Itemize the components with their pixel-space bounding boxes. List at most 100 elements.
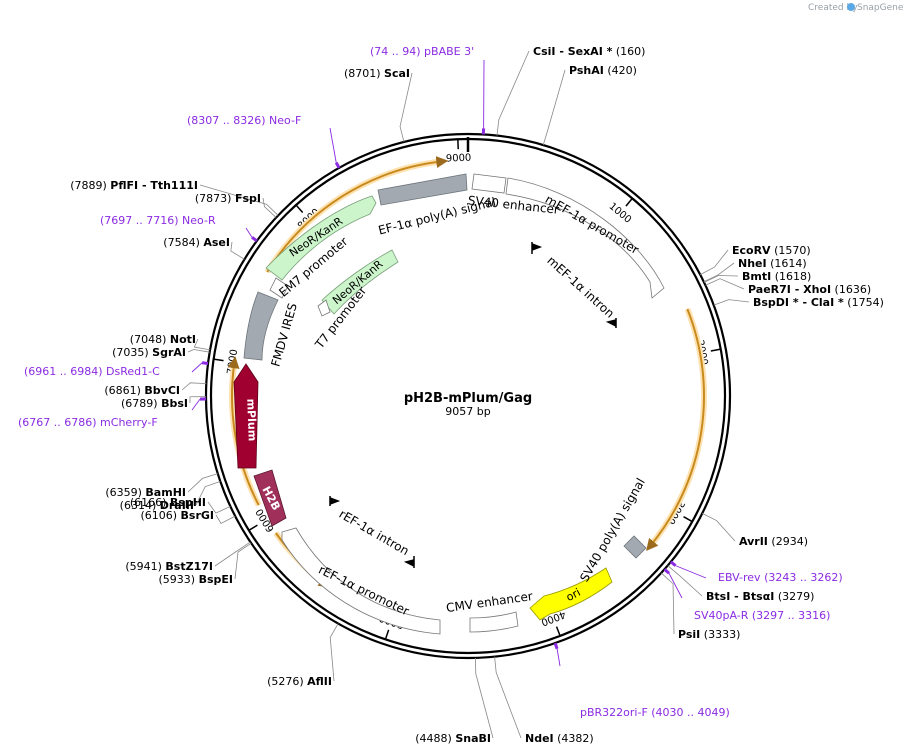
feature-label-cmv-enhancer: CMV enhancer	[445, 589, 533, 615]
enzyme-name: PaeR7I - XhoI	[748, 283, 831, 296]
enzyme-site[interactable]: BtsI - BtsαI (3279)	[667, 565, 815, 603]
mplum-arrow[interactable]	[233, 363, 259, 469]
enzyme-position: (6106)	[140, 509, 180, 522]
enzyme-site[interactable]: PshAI (420)	[542, 64, 637, 146]
sv40-polya-box[interactable]	[623, 535, 647, 559]
enzyme-site[interactable]: CsiI - SexAI * (160)	[496, 45, 645, 136]
ef1a-polya-box[interactable]	[377, 173, 468, 206]
enzyme-site[interactable]: PsiI (3333)	[660, 572, 740, 641]
enzyme-sites: CsiI - SexAI * (160)PshAI (420) EcoRV (15…	[70, 45, 884, 745]
primer-label: EBV-rev (3243 .. 3262)	[718, 571, 843, 584]
enzyme-name: BtsI - BtsαI	[706, 590, 774, 603]
ref1a-promoter-arrow[interactable]	[281, 527, 441, 635]
primer-label: (6767 .. 6786) mCherry-F	[18, 416, 158, 429]
enzyme-name: DraIII	[160, 499, 194, 512]
enzyme-leader	[703, 275, 739, 283]
enzyme-leader	[702, 513, 736, 542]
primer-leader	[668, 573, 683, 599]
enzyme-name: BsrGI	[181, 509, 214, 522]
enzyme-name: AseI	[203, 236, 230, 249]
em7-promoter-arrow[interactable]	[269, 277, 289, 299]
primer-site[interactable]: (6767 .. 6786) mCherry-F	[18, 397, 207, 429]
feature-label-mplum: mPlum	[244, 398, 258, 441]
enzyme-name: BbvCI	[144, 384, 180, 397]
primer-site[interactable]: EBV-rev (3243 .. 3262)	[669, 560, 843, 584]
enzyme-label: (6106) BsrGI	[140, 509, 214, 522]
enzyme-leader	[207, 501, 231, 514]
primer-site[interactable]: pBR322ori-F (4030 .. 4049)	[553, 642, 730, 719]
tick-label: 1000	[607, 201, 634, 226]
enzyme-site[interactable]: (5276) AflII	[267, 623, 339, 688]
enzyme-label: (5941) BstZ17I	[125, 560, 213, 573]
mef1a-promoter-arrow[interactable]	[505, 177, 665, 299]
enzyme-position: (6789)	[121, 397, 161, 410]
enzyme-site[interactable]: (8701) ScaI	[344, 67, 413, 143]
neor-kanr-arrow-outer[interactable]	[265, 195, 377, 281]
h2b-arrow[interactable]	[253, 469, 287, 527]
enzyme-site[interactable]: BmtI (1618)	[703, 270, 811, 283]
cmv-enhancer-box[interactable]	[469, 611, 519, 633]
orf-arc[interactable]	[227, 356, 260, 506]
enzyme-site[interactable]: (6789) BbsI	[121, 396, 207, 410]
enzyme-position: (6314)	[120, 499, 160, 512]
enzyme-site[interactable]: (7035) SgrAI	[112, 346, 210, 359]
primer-leader	[191, 362, 203, 373]
primer-mark	[251, 236, 258, 243]
sv40-enhancer-box[interactable]	[471, 173, 507, 194]
orf-arc[interactable]	[266, 156, 449, 273]
enzyme-leader	[399, 72, 413, 143]
primer-site[interactable]: (74 .. 94) pBABE 3'	[370, 45, 486, 135]
enzyme-site[interactable]: PaeR7I - XhoI (1636)	[705, 278, 872, 296]
neor-kanr-arrow-inner[interactable]	[321, 249, 399, 315]
ori-arrow[interactable]	[529, 567, 613, 621]
snapgene-logo-icon	[847, 3, 855, 11]
enzyme-position: (7035)	[112, 346, 152, 359]
enzyme-name: SnaBI	[455, 732, 491, 745]
enzyme-site[interactable]: BspDI * - ClaI * (1754)	[713, 296, 884, 309]
enzyme-site[interactable]: (6106) BsrGI	[140, 509, 236, 525]
enzyme-site[interactable]: (5941) BstZ17I	[125, 541, 251, 573]
enzyme-site[interactable]: (6861) BbvCI	[104, 382, 207, 397]
primer-site[interactable]: (7697 .. 7716) Neo-R	[100, 214, 258, 243]
enzyme-position: (7873)	[195, 192, 235, 205]
enzyme-site[interactable]: (5933) BspEI	[159, 542, 252, 586]
enzyme-site[interactable]: (7584) AseI	[163, 236, 245, 260]
tick-mark	[555, 626, 561, 637]
primer-site[interactable]: (6961 .. 6984) DsRed1-C	[24, 361, 209, 378]
enzyme-site[interactable]: NdeI (4382)	[494, 656, 594, 745]
enzyme-site[interactable]: (6166) BspHI	[130, 496, 231, 514]
enzyme-label: NdeI (4382)	[525, 732, 594, 745]
enzyme-leader	[705, 278, 745, 290]
fmdv-ires-box[interactable]	[243, 291, 279, 361]
enzyme-label: PshAI (420)	[569, 64, 637, 77]
feature-label-ref1a-intron: rEF-1α intron	[337, 507, 412, 558]
enzyme-site[interactable]: (7889) PflFI - Tth111I	[70, 179, 279, 216]
enzyme-site[interactable]: (4488) SnaBI	[415, 657, 494, 745]
enzyme-position: (7584)	[163, 236, 203, 249]
enzyme-site[interactable]: (6314) DraIII	[120, 481, 221, 512]
enzyme-site[interactable]: NheI (1614)	[703, 257, 807, 283]
enzyme-site[interactable]: (6359) BamHI	[105, 473, 218, 499]
primer-label: (74 .. 94) pBABE 3'	[370, 45, 474, 58]
orf-arc[interactable]	[646, 308, 705, 551]
enzyme-leader	[215, 514, 236, 525]
primer-label: (6961 .. 6984) DsRed1-C	[24, 365, 160, 378]
backbone-outer-ring	[204, 132, 732, 660]
enzyme-position: (7048)	[130, 333, 170, 346]
enzyme-label: PaeR7I - XhoI (1636)	[748, 283, 871, 296]
enzyme-position: (8701)	[344, 67, 384, 80]
enzyme-name: AflII	[307, 675, 332, 688]
enzyme-position: (4382)	[554, 732, 594, 745]
enzyme-site[interactable]: (7873) FspI	[195, 192, 277, 218]
enzyme-label: (5933) BspEI	[159, 573, 234, 586]
enzyme-site[interactable]: EcoRV (1570)	[700, 244, 811, 275]
t7-promoter-arrow[interactable]	[317, 299, 331, 317]
enzyme-site[interactable]: (7048) NotI	[130, 333, 211, 351]
enzyme-name: PsiI	[678, 628, 700, 641]
enzyme-site[interactable]: AvrII (2934)	[702, 513, 808, 548]
primer-site[interactable]: SV40pA-R (3297 .. 3316)	[663, 568, 831, 622]
enzyme-position: (5276)	[267, 675, 307, 688]
enzyme-leader	[660, 572, 675, 635]
primer-site[interactable]: (8307 .. 8326) Neo-F	[187, 114, 341, 169]
primer-leader	[675, 565, 707, 579]
